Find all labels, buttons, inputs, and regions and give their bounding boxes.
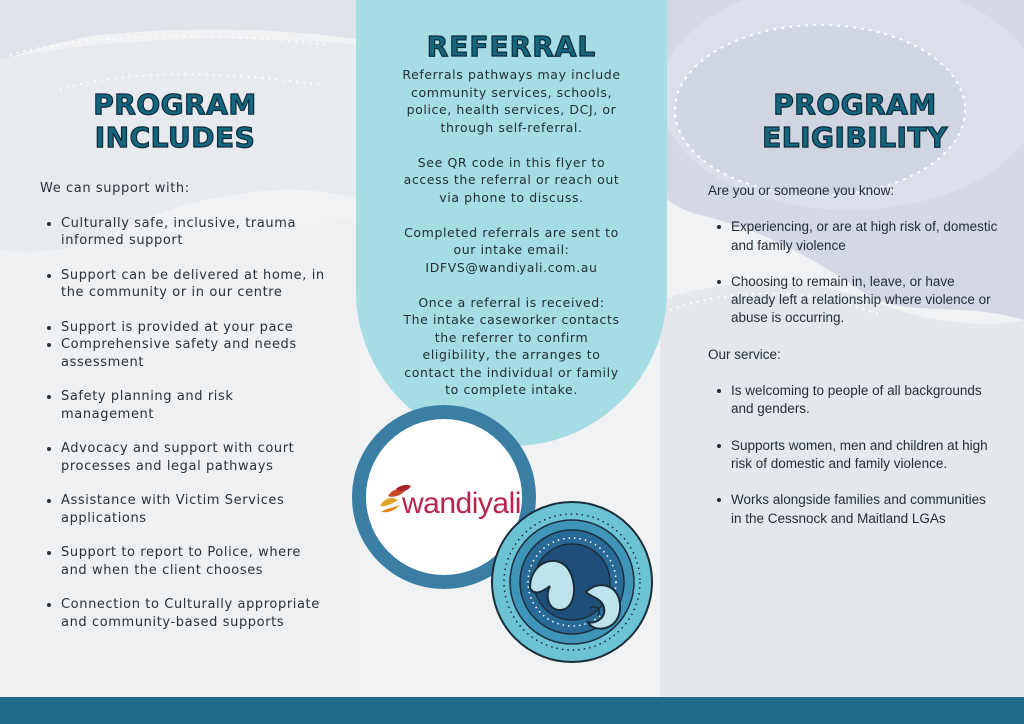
heading-line: INCLUDES	[94, 120, 256, 155]
aboriginal-circle-artwork-icon	[491, 501, 653, 663]
text-line: access the referral or reach out	[403, 172, 620, 187]
program-eligibility-heading: PROGRAM ELIGIBILITY	[730, 87, 980, 155]
referral-paragraph: Completed referrals are sent to our inta…	[380, 224, 643, 277]
referral-heading: REFERRAL	[426, 29, 597, 63]
eligibility-intro: Are you or someone you know:	[708, 183, 895, 198]
leaf-petals-icon	[380, 485, 411, 513]
referral-paragraph: Once a referral is received: The intake …	[380, 294, 643, 399]
list-item: Support can be delivered at home, in the…	[40, 267, 330, 302]
program-includes-heading: PROGRAM INCLUDES	[55, 87, 295, 155]
logo-badge	[366, 419, 522, 575]
heading-line: PROGRAM	[93, 87, 257, 121]
list-item: Support to report to Police, where and w…	[40, 544, 330, 579]
footer-bar	[0, 697, 1024, 724]
text-line: police, health services, DCJ, or	[406, 102, 617, 117]
intake-email: IDFVS@wandiyali.com.au	[425, 259, 598, 275]
text-line: to complete intake.	[445, 382, 578, 397]
text-line: via phone to discuss.	[439, 189, 584, 205]
list-item: Support is provided at your pace	[40, 319, 330, 337]
text-line: contact the individual or family	[404, 364, 619, 380]
includes-intro: We can support with:	[40, 181, 190, 196]
heading-line: ELIGIBILITY	[762, 120, 948, 155]
text-line: The intake caseworker contacts	[403, 312, 620, 327]
text-line: Once a referral is received:	[418, 294, 605, 310]
list-item: Advocacy and support with court processe…	[40, 440, 330, 475]
text-line: See QR code in this flyer to	[417, 154, 606, 170]
referral-paragraph: Referrals pathways may include community…	[380, 66, 643, 136]
heading-line: PROGRAM	[773, 87, 937, 121]
service-list: Is welcoming to people of all background…	[708, 382, 998, 528]
list-item: Safety planning and risk management	[40, 388, 330, 423]
service-intro: Our service:	[708, 346, 781, 362]
text-line: Completed referrals are sent to	[404, 224, 619, 240]
wandiyali-logo: wandiyali	[402, 487, 521, 520]
text-line: through self-referral.	[440, 119, 583, 135]
list-item: Works alongside families and communities…	[708, 491, 998, 528]
program-eligibility-section: Are you or someone you know: Experiencin…	[708, 182, 998, 546]
text-line: our intake email:	[453, 242, 570, 257]
list-item: Assistance with Victim Services applicat…	[40, 492, 330, 527]
text-line: community services, schools,	[410, 84, 613, 100]
list-item: Comprehensive safety and needs assessmen…	[40, 336, 330, 371]
text-line: Referrals pathways may include	[402, 67, 621, 82]
list-item: Culturally safe, inclusive, trauma infor…	[40, 215, 330, 250]
program-includes-section: We can support with: Culturally safe, in…	[40, 180, 330, 631]
referral-paragraph: See QR code in this flyer to access the …	[380, 154, 643, 207]
list-item: Connection to Culturally appropriate and…	[40, 596, 330, 631]
referral-section: Referrals pathways may include community…	[380, 66, 643, 416]
list-item: Is welcoming to people of all background…	[708, 382, 998, 419]
list-item: Choosing to remain in, leave, or have al…	[708, 273, 998, 328]
includes-list: Culturally safe, inclusive, trauma infor…	[40, 215, 330, 632]
list-item: Supports women, men and children at high…	[708, 437, 998, 474]
eligibility-list: Experiencing, or are at high risk of, do…	[708, 218, 998, 327]
text-line: eligibility, the arranges to	[422, 347, 601, 362]
list-item: Experiencing, or are at high risk of, do…	[708, 218, 998, 255]
text-line: the referrer to confirm	[434, 329, 589, 345]
referral-panel	[356, 0, 667, 446]
